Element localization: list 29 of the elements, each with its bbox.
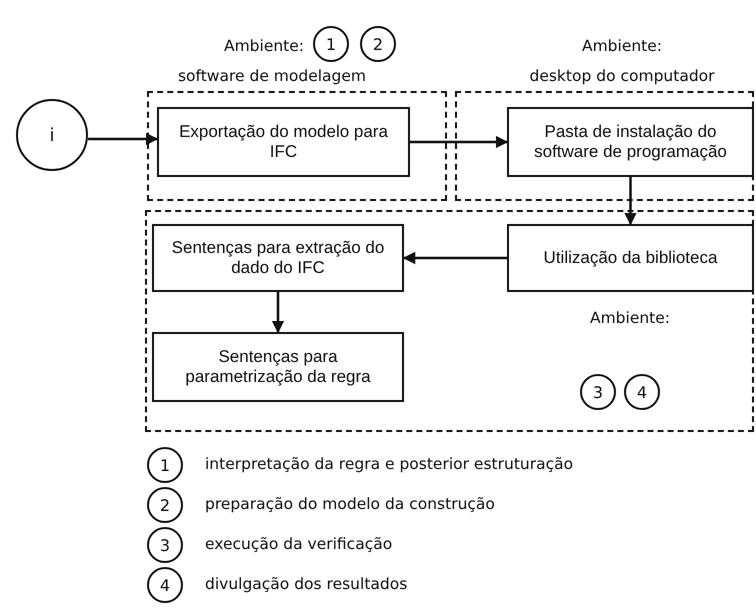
process-box: Sentenças para parametrização da regra — [152, 332, 404, 402]
arrow — [272, 292, 284, 334]
process-box: Exportação do modelo para IFC — [157, 107, 410, 177]
arrow — [410, 136, 508, 148]
environment-heading: Ambiente: — [590, 309, 670, 327]
step-description: divulgação dos resultados — [205, 575, 408, 593]
environment-heading: software de modelagem — [178, 67, 366, 85]
numbered-circle: 4 — [147, 567, 183, 603]
step-description: preparação do modelo da construção — [205, 495, 495, 513]
environment-heading: Ambiente: — [224, 37, 304, 55]
numbered-circle: 4 — [624, 374, 660, 410]
start-circle: i — [16, 99, 88, 171]
process-box: Sentenças para extração do dado do IFC — [152, 224, 404, 292]
dashed-region — [145, 210, 754, 432]
environment-heading: desktop do computador — [529, 67, 715, 85]
step-description: execução da verificação — [205, 535, 392, 553]
environment-heading: Ambiente: — [582, 37, 662, 55]
arrow — [88, 132, 158, 146]
arrow — [402, 252, 507, 264]
process-box: Utilização da biblioteca — [507, 224, 754, 292]
numbered-circle: 1 — [313, 26, 349, 62]
process-box: Pasta de instalação do software de programação — [507, 107, 754, 177]
arrow — [624, 177, 637, 226]
numbered-circle: 2 — [360, 26, 396, 62]
step-description: interpretação da regra e posterior estruturação — [205, 455, 574, 473]
numbered-circle: 2 — [147, 487, 183, 523]
numbered-circle: 3 — [580, 374, 616, 410]
numbered-circle: 3 — [147, 527, 183, 563]
numbered-circle: 1 — [147, 447, 183, 483]
